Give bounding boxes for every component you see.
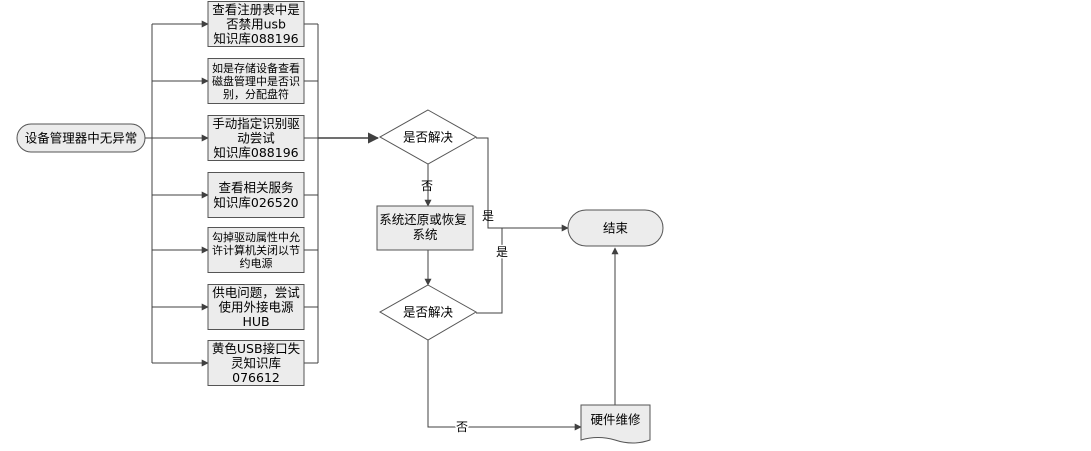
start-label: 设备管理器中无异常 bbox=[25, 131, 138, 146]
decision-2-yes-label: 是 bbox=[496, 245, 508, 259]
step-box-5: 勾掉驱动属性中允许计算机关闭以节约电源 bbox=[207, 227, 305, 273]
start-node: 设备管理器中无异常 bbox=[16, 123, 146, 153]
step-box-4-label: 查看相关服务知识库026520 bbox=[213, 180, 298, 210]
decision-2-no-line bbox=[427, 340, 582, 431]
step-box-4: 查看相关服务知识库026520 bbox=[207, 172, 305, 218]
restore-node: 系统还原或恢复 系统 bbox=[376, 205, 474, 251]
repair-node: 硬件维修 bbox=[580, 404, 651, 444]
decision-2-no-label: 否 bbox=[456, 420, 468, 434]
step-box-2-label: 如是存储设备查看磁盘管理中是否识别，分配盘符 bbox=[212, 61, 300, 101]
decision-1-node: 是否解决 bbox=[378, 109, 478, 165]
end-node: 结束 bbox=[567, 209, 664, 247]
restore-label: 系统还原或恢复 系统 bbox=[379, 212, 471, 242]
step-box-3-label: 手动指定识别驱动尝试知识库088196 bbox=[212, 116, 300, 160]
decision-1-no-label: 否 bbox=[421, 179, 433, 193]
decision-2-yes-line bbox=[476, 228, 503, 314]
decision-1-yes-label: 是 bbox=[482, 209, 494, 223]
connector-lines bbox=[145, 20, 619, 431]
end-label: 结束 bbox=[603, 221, 629, 236]
decision-2-node: 是否解决 bbox=[378, 284, 478, 341]
step-box-5-label: 勾掉驱动属性中允许计算机关闭以节约电源 bbox=[212, 230, 300, 270]
decision-2-label: 是否解决 bbox=[403, 305, 454, 320]
decision-1-yes-line bbox=[476, 137, 569, 232]
step-box-2: 如是存储设备查看磁盘管理中是否识别，分配盘符 bbox=[207, 58, 305, 104]
decision-1-label: 是否解决 bbox=[403, 130, 454, 145]
repair-label: 硬件维修 bbox=[590, 412, 641, 427]
step-box-3: 手动指定识别驱动尝试知识库088196 bbox=[207, 115, 305, 161]
